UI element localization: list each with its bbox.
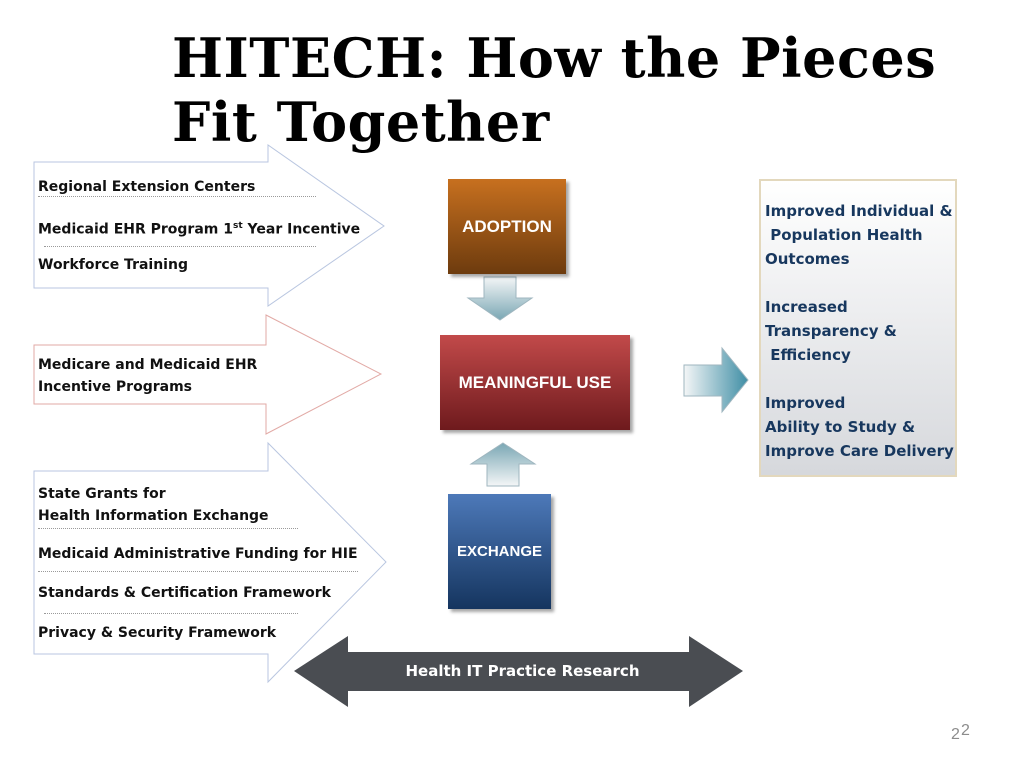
divider [38,196,316,197]
list-item-regional-extension-centers: Regional Extension Centers [38,179,256,195]
list-item-medicaid-ehr-program: Medicaid EHR Program 1st Year Incentive [38,216,360,240]
divider [44,246,316,247]
meaningful-use-input-arrow [33,314,383,435]
medicare-line-2: Incentive Programs [38,379,192,395]
page-number-main: 2 [951,726,960,743]
exchange-input-arrow [33,441,387,684]
divider [38,528,298,529]
list-item-medicaid-admin-funding: Medicaid Administrative Funding for HIE [38,546,358,562]
research-arrow-label: Health IT Practice Research [405,662,640,680]
outcome-transparency: Increased Transparency & Efficiency [765,298,897,364]
state-grants-line-2: Health Information Exchange [38,508,269,524]
title-line-1: HITECH: How the Pieces [172,26,937,90]
down-arrow-icon [466,276,534,321]
list-item-state-grants: State Grants for Health Information Exch… [38,483,269,527]
meaningful-use-box: MEANINGFUL USE [440,335,630,430]
title-line-2: Fit Together [172,90,550,154]
adoption-input-arrow [33,144,385,307]
page-number-superscript: 2 [961,722,970,739]
outcomes-panel: Improved Individual & Population Health … [759,179,957,477]
list-item-medicare-medicaid-incentives: Medicare and Medicaid EHR Incentive Prog… [38,354,257,398]
outcome-health: Improved Individual & Population Health … [765,202,953,268]
medicaid-ehr-program-text: Medicaid EHR Program 1 [38,221,233,238]
medicare-line-1: Medicare and Medicaid EHR [38,357,258,373]
list-item-privacy-security: Privacy & Security Framework [38,625,277,641]
up-arrow-icon [469,442,537,487]
divider [44,613,298,614]
list-item-standards-certification: Standards & Certification Framework [38,585,331,601]
list-item-workforce-training: Workforce Training [38,257,188,273]
superscript: st [232,221,243,231]
research-double-arrow [294,636,743,707]
exchange-box: EXCHANGE [448,494,551,609]
divider [38,571,358,572]
outcome-care-delivery: Improved Ability to Study & Improve Care… [765,394,954,460]
right-arrow-icon [683,346,749,414]
adoption-box: ADOPTION [448,179,566,274]
page-title: HITECH: How the Pieces Fit Together [172,26,992,154]
year-incentive-text: Year Incentive [242,221,361,238]
state-grants-line-1: State Grants for [38,486,166,502]
